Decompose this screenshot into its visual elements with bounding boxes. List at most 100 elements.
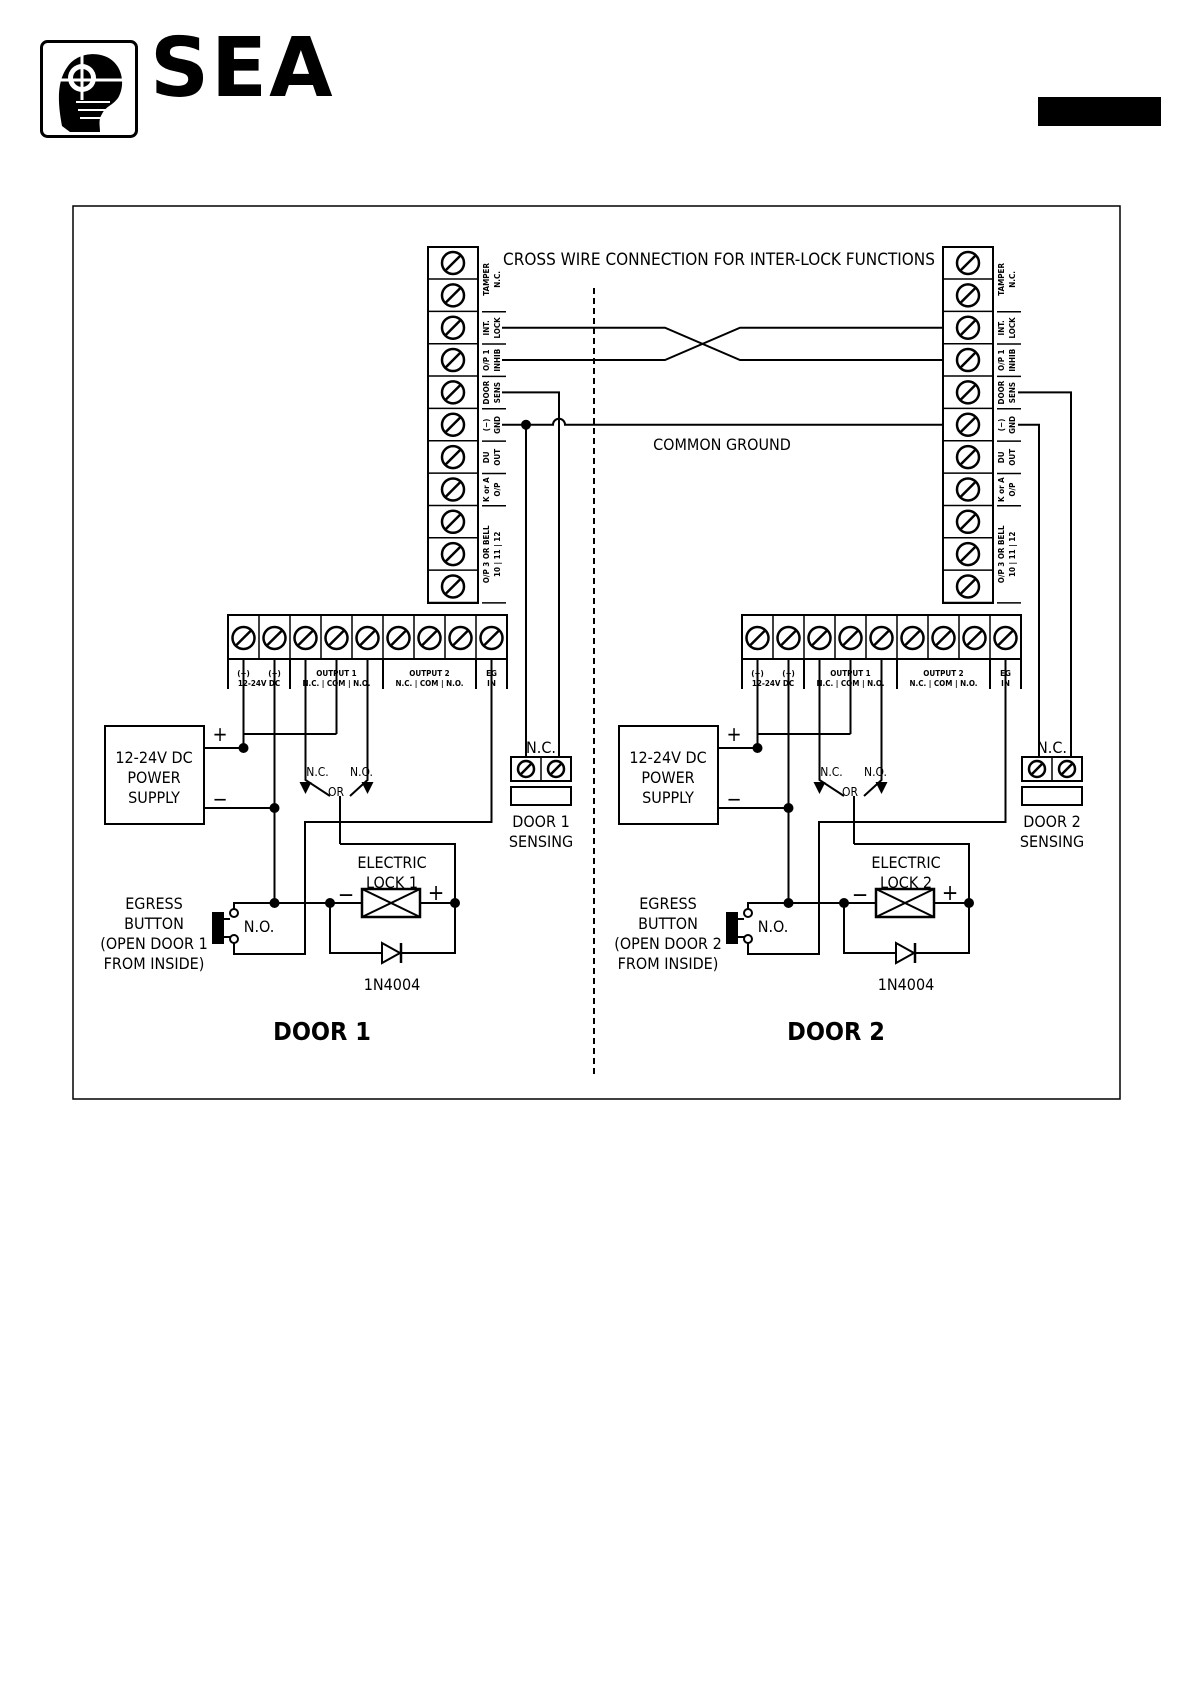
- relay-nc-wire: [304, 659, 331, 797]
- screw-slot: [444, 254, 462, 272]
- screw-slot: [959, 546, 977, 563]
- contact-icon: [743, 934, 753, 944]
- power-supply-label: SUPPLY: [642, 788, 694, 807]
- screw-slot: [235, 629, 252, 647]
- screw-slot: [359, 629, 376, 647]
- egress-no-label: N.O.: [244, 917, 275, 936]
- egress-label: (OPEN DOOR 2: [614, 934, 722, 953]
- bottom-terminal-label: N.C. | COM | N.O.: [909, 679, 977, 688]
- lock-plus-wire: [340, 843, 456, 903]
- screw-slot: [444, 352, 462, 369]
- screw-slot: [959, 449, 977, 466]
- side-terminal-label: N.C.: [493, 271, 502, 288]
- side-terminal-label: O/P 3 OR BELL: [997, 525, 1006, 583]
- door1-sens-wire: [502, 391, 560, 770]
- bottom-terminal-label: OUTPUT 2: [923, 669, 963, 678]
- relay-nc-label: N.C.: [306, 765, 328, 779]
- sensing-label: SENSING: [509, 832, 573, 851]
- diode-label: 1N4004: [878, 975, 935, 994]
- lock-minus: −: [338, 883, 355, 908]
- screw-slot: [452, 629, 469, 647]
- screw-slot: [444, 384, 462, 401]
- screw-slot: [966, 629, 983, 647]
- screw-slot: [297, 629, 314, 647]
- door-title: DOOR 1: [273, 1017, 371, 1046]
- diode-wire: [916, 903, 970, 954]
- interlock-cross-wire: [502, 326, 943, 362]
- screw-slot: [959, 319, 977, 336]
- relay-no-label: N.O.: [864, 765, 887, 779]
- lock-label: ELECTRIC: [871, 853, 940, 872]
- bottom-terminal-label: 12-24V DC: [238, 679, 280, 688]
- side-terminal-label: K or A: [482, 477, 491, 502]
- side-terminal-label: K or A: [997, 477, 1006, 502]
- side-terminal-label: DU: [997, 451, 1006, 463]
- diode-wire: [402, 903, 456, 954]
- screw-slot: [444, 546, 462, 563]
- screw-slot: [390, 629, 407, 647]
- screw-slot: [935, 629, 952, 647]
- relay-no-wire: [349, 659, 369, 797]
- diode-label: 1N4004: [364, 975, 421, 994]
- door-title: DOOR 2: [787, 1017, 885, 1046]
- egress-label: EGRESS: [125, 894, 183, 913]
- screw-slot: [444, 319, 462, 336]
- door-sensor-magnet: [510, 786, 572, 806]
- relay-or-label: OR: [842, 785, 858, 799]
- sensing-label: DOOR 1: [512, 812, 569, 831]
- relay-arrow-icon: [299, 782, 312, 794]
- side-terminal-label: SENS: [493, 382, 502, 403]
- screw-slot: [842, 629, 859, 647]
- common-ground-label: COMMON GROUND: [653, 435, 791, 454]
- screw-slot: [873, 629, 890, 647]
- lock-plus: +: [942, 881, 959, 906]
- interlock-cross-wire: [502, 326, 943, 362]
- side-terminal-label: 10 | 11 | 12: [493, 532, 502, 577]
- brand-name: SEA: [150, 21, 335, 116]
- contact-icon: [229, 908, 239, 918]
- contact-icon: [229, 934, 239, 944]
- minus-sign: −: [726, 787, 741, 811]
- screw-slot: [959, 513, 977, 530]
- side-terminal-label: INT.: [482, 320, 491, 335]
- side-terminal-label: DU: [482, 451, 491, 463]
- egress-no-label: N.O.: [758, 917, 789, 936]
- junction-dot: [269, 803, 280, 813]
- lock-plus: +: [428, 881, 445, 906]
- door2-gnd-wire: [1018, 423, 1040, 770]
- screw-slot: [444, 481, 462, 498]
- screw-slot: [749, 629, 766, 647]
- lock-x: [875, 888, 935, 918]
- bottom-terminal-label: OUTPUT 2: [409, 669, 449, 678]
- plus-sign: +: [212, 722, 227, 746]
- screw-slot: [997, 629, 1014, 647]
- bottom-terminal-label: 12-24V DC: [752, 679, 794, 688]
- relay-arrow-icon: [361, 782, 374, 794]
- side-terminal-label: TAMPER: [482, 263, 491, 296]
- screw-slot: [959, 578, 977, 595]
- sensor-nc-label: N.C.: [526, 738, 556, 757]
- side-terminal-label: O/P 3 OR BELL: [482, 525, 491, 583]
- relay-no-wire: [863, 659, 883, 797]
- sensor-nc-label: N.C.: [1037, 738, 1067, 757]
- minus-sign: −: [212, 787, 227, 811]
- relay-nc-wire: [818, 659, 845, 797]
- lock-label: ELECTRIC: [357, 853, 426, 872]
- power-supply-label: 12-24V DC: [115, 748, 192, 767]
- diagram-title: CROSS WIRE CONNECTION FOR INTER-LOCK FUN…: [503, 250, 935, 270]
- side-terminal-label: OUT: [1008, 449, 1017, 466]
- relay-nc-label: N.C.: [820, 765, 842, 779]
- screw-slot: [959, 481, 977, 498]
- screw-slot: [959, 416, 977, 433]
- power-supply-label: 12-24V DC: [629, 748, 706, 767]
- screw-slot: [811, 629, 828, 647]
- side-terminal-label: INT.: [997, 320, 1006, 335]
- relay-or-label: OR: [328, 785, 344, 799]
- screw-slot: [421, 629, 438, 647]
- relay-arrow-icon: [813, 782, 826, 794]
- side-terminal-label: 10 | 11 | 12: [1008, 532, 1017, 577]
- egress-label: FROM INSIDE): [618, 954, 719, 973]
- egress-label: BUTTON: [124, 914, 184, 933]
- egress-label: EGRESS: [639, 894, 697, 913]
